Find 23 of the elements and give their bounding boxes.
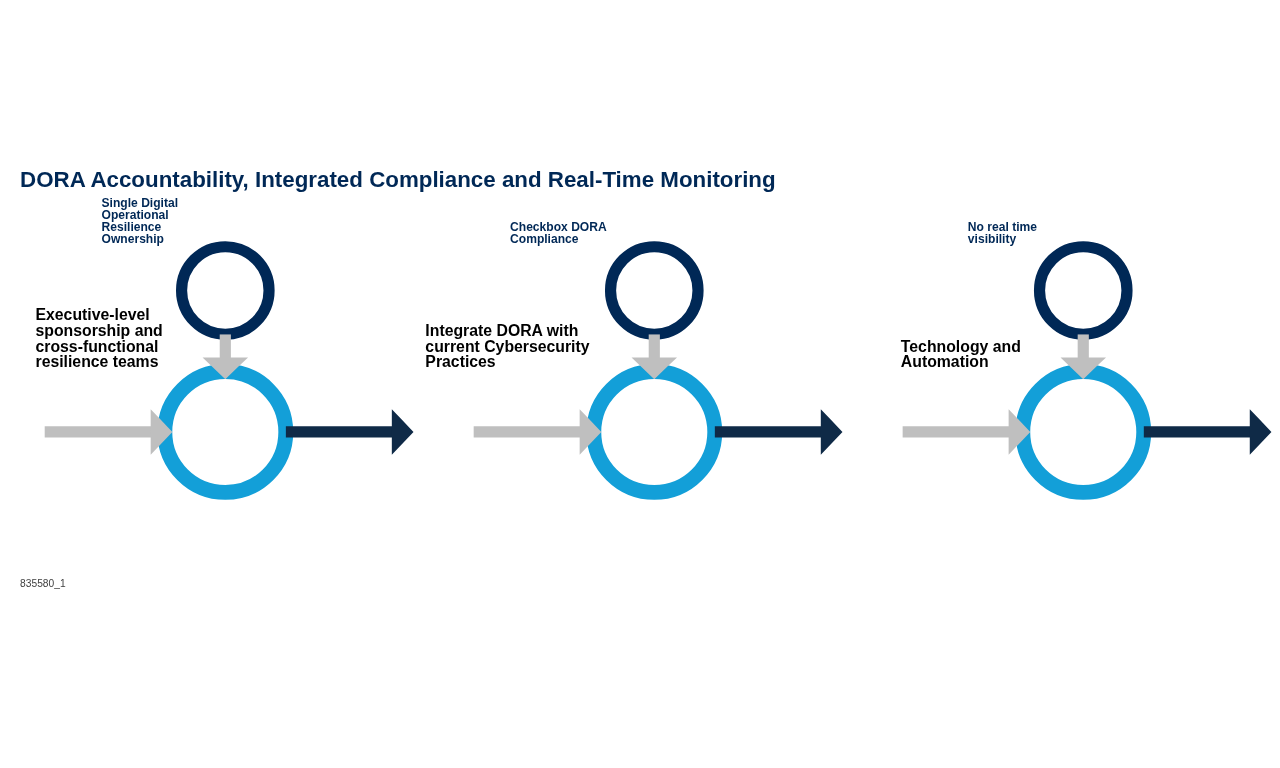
node-circle bbox=[604, 241, 704, 340]
arrow bbox=[1143, 409, 1272, 455]
node-label: Executive-level sponsorship and cross-functional resilience teams bbox=[35, 305, 163, 371]
node-circle bbox=[1033, 241, 1133, 340]
arrow bbox=[285, 409, 414, 455]
arrow bbox=[1060, 334, 1106, 380]
node-circle bbox=[157, 364, 294, 500]
arrow bbox=[714, 409, 843, 455]
node-circle bbox=[586, 364, 723, 500]
label: 835580_1 bbox=[20, 578, 66, 590]
arrow bbox=[44, 409, 173, 455]
node-circle bbox=[1015, 364, 1152, 500]
node-label: Checkbox DORA Compliance bbox=[510, 220, 607, 247]
node-circle bbox=[176, 241, 275, 340]
node-label: No real time visibility bbox=[967, 220, 1038, 247]
arrow bbox=[202, 334, 249, 380]
node-label: Single Digital Operational Resilience Ownership bbox=[101, 196, 179, 247]
arrow bbox=[631, 334, 678, 380]
arrow bbox=[473, 409, 602, 455]
arrow bbox=[902, 409, 1031, 455]
diagram-title: DORA Accountability, Integrated Compliance and Real-Time Monitoring bbox=[20, 167, 776, 193]
node-label: Technology and Automation bbox=[900, 337, 1021, 371]
node-label: Integrate DORA with current Cybersecurity Practices bbox=[425, 321, 590, 371]
